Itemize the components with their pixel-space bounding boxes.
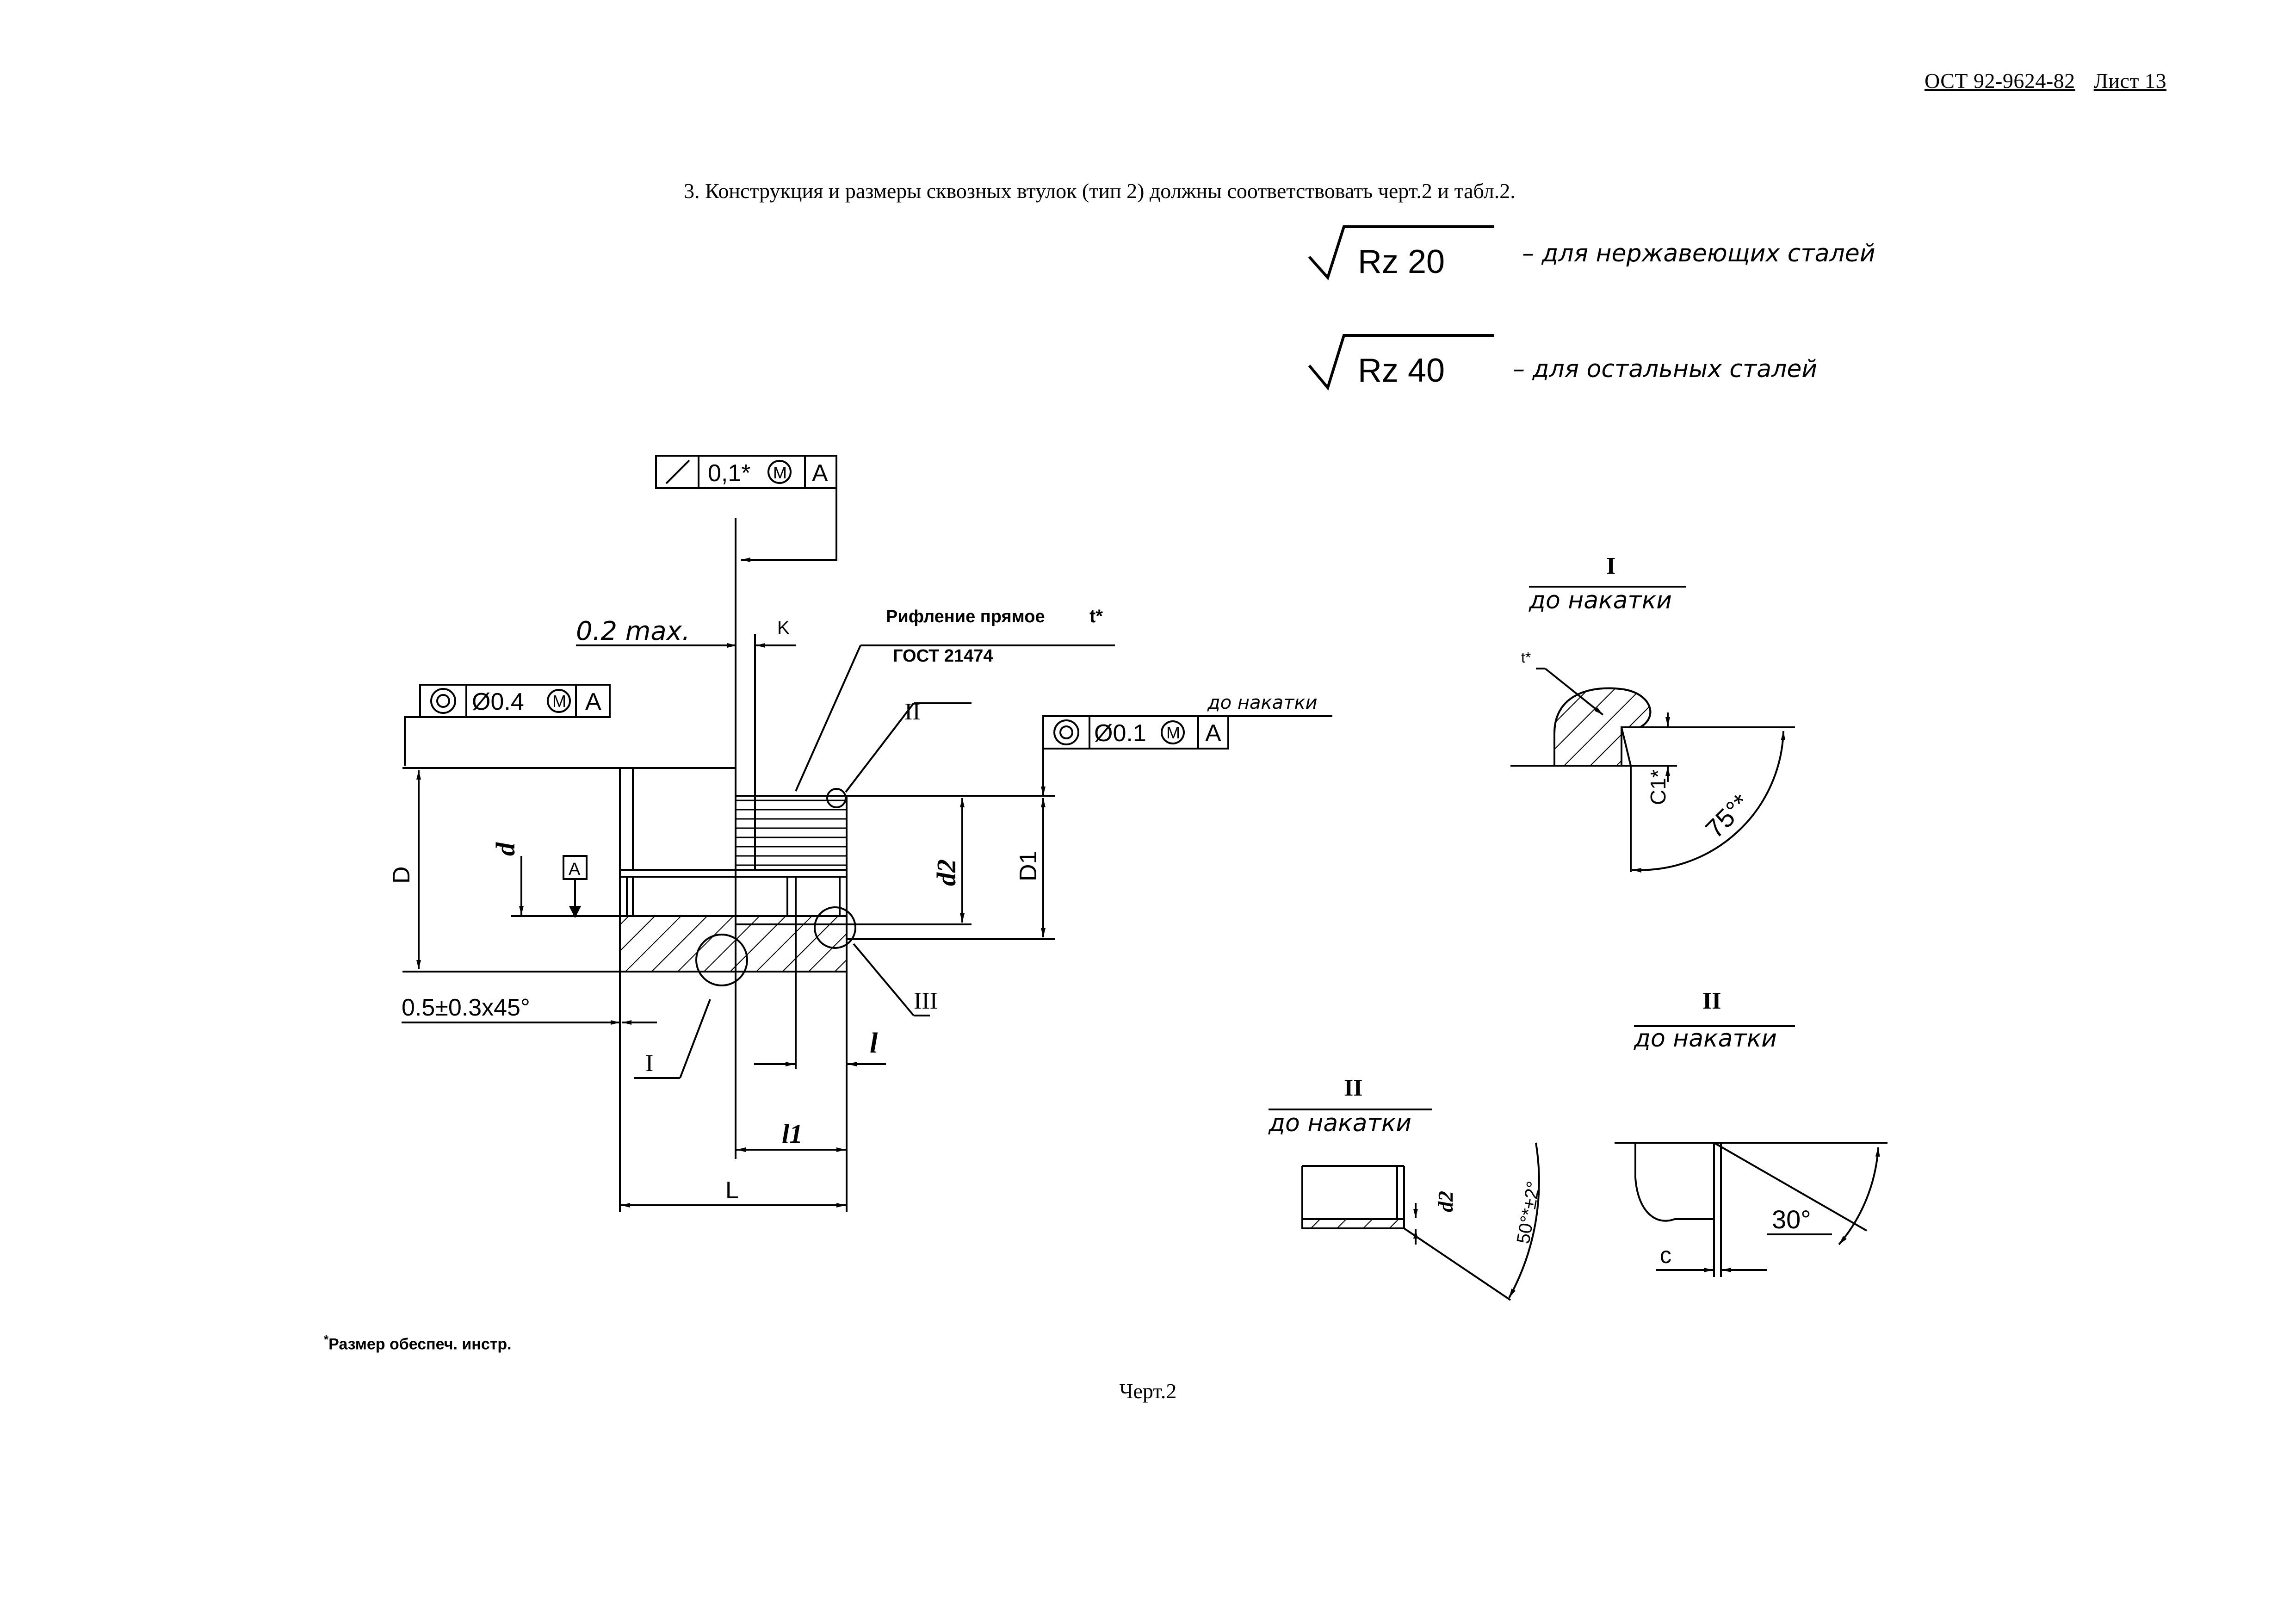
roughness-symbol-1 (1308, 225, 1494, 280)
dim-L: L (725, 1177, 739, 1204)
dim-d2: d2 (931, 859, 961, 886)
detail-II-right-drawing (1615, 1142, 1888, 1277)
conc-knurl-modifier: M (1166, 723, 1180, 742)
detail-II-left-angle: 50°*±2° (1513, 1180, 1544, 1245)
roughness-symbol-2 (1308, 334, 1494, 391)
runout-modifier: M (773, 463, 787, 482)
detail-II-right-angle: 30° (1772, 1205, 1811, 1234)
roughness-note-2: – для остальных сталей (1513, 355, 1817, 383)
detail-I-angle: 75°* (1700, 788, 1755, 844)
callout-I: I (645, 1050, 653, 1077)
conc-outer-modifier: M (552, 692, 566, 711)
detail-I-drawing (1510, 668, 1795, 873)
conc-knurl-datum: A (1205, 720, 1221, 747)
main-view (402, 455, 1332, 1212)
callout-III: III (914, 988, 938, 1014)
conc-outer-value: Ø0.4 (472, 688, 524, 715)
knurl-note-line1: Рифление прямое (886, 607, 1045, 626)
datum-A-label: A (569, 860, 581, 879)
detail-I-subtitle: до накатки (1529, 587, 1672, 614)
roughness-value-1: Rz 20 (1358, 243, 1445, 280)
detail-II-left-drawing (1301, 1142, 1540, 1301)
detail-II-right-title: II (1702, 988, 1721, 1014)
footnote-mark: * (324, 1332, 329, 1346)
detail-II-right-subtitle: до накатки (1634, 1025, 1777, 1053)
knurl-note-line2: ГОСТ 21474 (893, 646, 993, 666)
knurl-note-t: t* (1089, 606, 1103, 626)
runout-value: 0,1* (708, 460, 751, 487)
chamfer-label: 0.5±0.3x45° (402, 994, 530, 1021)
dim-l: l (870, 1028, 878, 1059)
detail-II-left-d2: d2 (1434, 1191, 1457, 1212)
doc-number: ОСТ 92-9624-82 (1924, 69, 2075, 93)
label-k: K (777, 618, 790, 638)
sheet-number: Лист 13 (2093, 69, 2166, 93)
callout-II: II (904, 699, 921, 725)
detail-II-left-subtitle: до накатки (1268, 1109, 1411, 1137)
detail-II-right-c: c (1660, 1242, 1671, 1268)
detail-II-left-title: II (1344, 1075, 1362, 1101)
conc-outer-datum: A (585, 688, 601, 715)
dim-D1: D1 (1015, 851, 1042, 881)
detail-I-c1: C1* (1646, 769, 1670, 805)
do-nakatki-small: до накатки (1207, 692, 1318, 713)
roughness-note-1: – для нержавеющих сталей (1522, 240, 1875, 267)
document-header: ОСТ 92-9624-82 Лист 13 (1925, 68, 2166, 93)
footnote: *Размер обеспеч. инстр. (324, 1332, 512, 1353)
detail-I-t: t* (1521, 649, 1531, 666)
detail-I-title: I (1606, 553, 1615, 579)
footnote-text: Размер обеспеч. инстр. (328, 1335, 512, 1353)
dim-d: d (490, 842, 520, 856)
roughness-value-2: Rz 40 (1358, 352, 1445, 389)
dim-l1: l1 (782, 1119, 803, 1149)
dim-D: D (388, 866, 415, 884)
label-0-2-max: 0.2 max. (576, 616, 690, 646)
figure-caption: Черт.2 (1119, 1379, 1177, 1403)
intro-text: 3. Конструкция и размеры сквозных втулок… (684, 179, 1516, 203)
conc-knurl-value: Ø0.1 (1094, 720, 1146, 747)
runout-datum: A (812, 460, 828, 487)
